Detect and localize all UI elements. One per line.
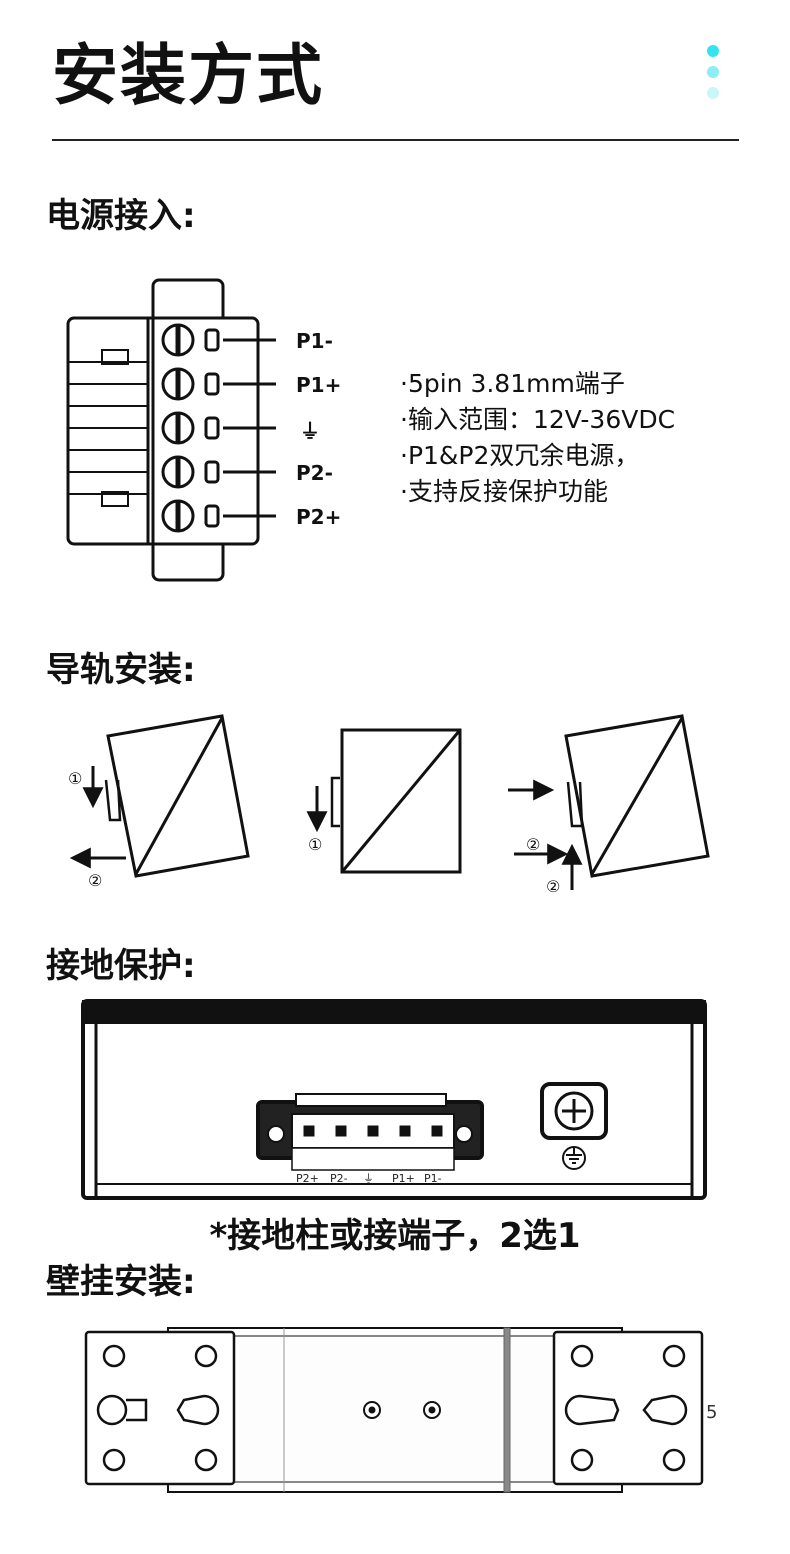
pin-label-ground: ⏚ bbox=[300, 419, 320, 443]
spec-item: ·5pin 3.81mm端子 bbox=[400, 369, 625, 398]
pin-label-p1-minus: P1- bbox=[296, 329, 333, 353]
step-marker: ① bbox=[68, 769, 82, 788]
ground-screw-icon bbox=[540, 1082, 608, 1140]
accent-dot-2 bbox=[707, 66, 719, 78]
page-title: 安装方式 bbox=[52, 37, 324, 114]
spec-item: ·支持反接保护功能 bbox=[400, 477, 608, 506]
terminal-label-p2-plus: P2+ bbox=[296, 1172, 319, 1185]
terminal-block bbox=[256, 1093, 484, 1171]
accent-dot-3 bbox=[707, 87, 719, 99]
terminal-screws bbox=[161, 323, 220, 533]
pin-label-p2-minus: P2- bbox=[296, 461, 333, 485]
ground-section-title: 接地保护: bbox=[46, 946, 196, 986]
terminal-label-ground: ⏚ bbox=[363, 1172, 374, 1185]
title-divider bbox=[52, 139, 739, 141]
terminal-label-p2-minus: P2- bbox=[330, 1172, 348, 1185]
pin-label-p1-plus: P1+ bbox=[296, 373, 341, 397]
power-spec-list: ·5pin 3.81mm端子 ·输入范围：12V-36VDC ·P1&P2双冗余… bbox=[400, 366, 675, 510]
power-terminal-diagram: P1- P1+ ⏚ P2- P2+ bbox=[66, 278, 341, 582]
power-section-title: 电源接入: bbox=[46, 196, 196, 236]
spec-item: ·输入范围：12V-36VDC bbox=[400, 405, 676, 434]
rail-section-title: 导轨安装: bbox=[46, 650, 196, 690]
ground-note: *接地柱或接端子，2选1 bbox=[209, 1216, 581, 1256]
pin-label-p2-plus: P2+ bbox=[296, 505, 341, 529]
terminal-label-p1-plus: P1+ bbox=[392, 1172, 415, 1185]
wall-edge-mark: 5 bbox=[706, 1402, 717, 1423]
ground-front-panel-diagram: P2+ P2- ⏚ P1+ P1- bbox=[81, 999, 707, 1200]
terminal-label-p1-minus: P1- bbox=[424, 1172, 442, 1185]
step-marker: ② bbox=[88, 871, 102, 890]
din-rail-diagram: ① ② ① ② ② bbox=[68, 714, 710, 896]
earth-symbol-icon bbox=[562, 1146, 586, 1170]
right-wall-bracket bbox=[552, 1330, 704, 1486]
spec-item: ·P1&P2双冗余电源， bbox=[400, 441, 640, 470]
step-marker: ① bbox=[308, 835, 322, 854]
wall-section-title: 壁挂安装: bbox=[46, 1262, 196, 1302]
step-marker: ② bbox=[546, 877, 560, 896]
left-wall-bracket bbox=[84, 1330, 236, 1486]
accent-dot-1 bbox=[707, 45, 719, 57]
step-marker: ② bbox=[526, 835, 540, 854]
wall-mount-diagram: 5 bbox=[84, 1327, 717, 1493]
